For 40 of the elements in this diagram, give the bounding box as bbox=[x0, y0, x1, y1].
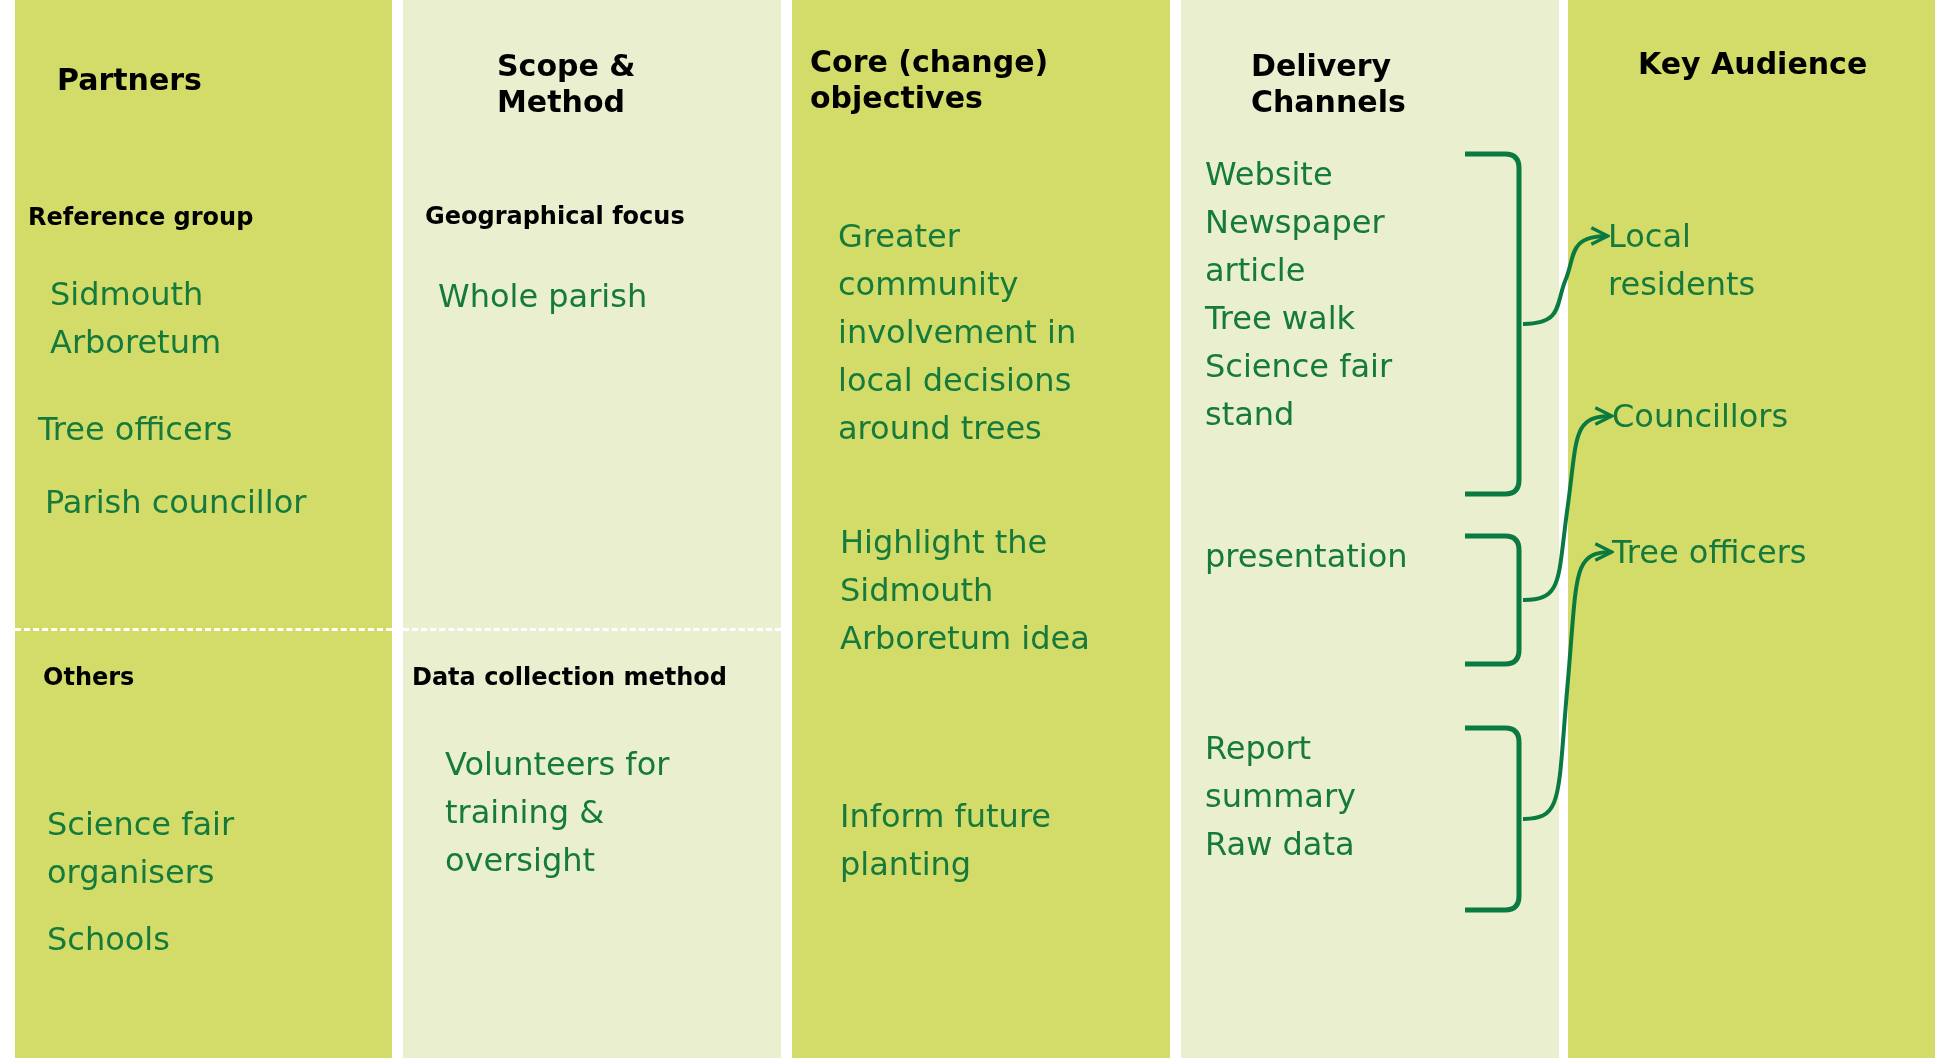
section-heading: Data collection method bbox=[412, 663, 727, 691]
column-heading: Delivery Channels bbox=[1251, 48, 1407, 120]
column-panel bbox=[15, 0, 392, 1058]
arrow bbox=[1522, 542, 1614, 821]
channel-item: Raw data bbox=[1205, 824, 1355, 865]
column-heading: Partners bbox=[57, 62, 203, 98]
section-heading: Reference group bbox=[28, 203, 254, 231]
item-text: Highlight the Sidmouth Arboretum idea bbox=[840, 522, 1091, 659]
item-text: Whole parish bbox=[438, 276, 649, 317]
audience-label: Tree officers bbox=[1612, 528, 1807, 576]
audience-label: Local residents bbox=[1608, 212, 1848, 308]
channel-item: Website bbox=[1205, 154, 1333, 195]
arrow bbox=[1522, 406, 1614, 602]
item-text: Parish councillor bbox=[45, 482, 308, 523]
column-heading: Core (change) objectives bbox=[810, 44, 1050, 116]
item-text: Greater community involvement in local decisions around trees bbox=[838, 216, 1078, 449]
item-text: Schools bbox=[47, 919, 171, 960]
channel-item: Newspaper article bbox=[1205, 202, 1386, 291]
channel-item: Report summary bbox=[1205, 728, 1357, 817]
section-heading: Others bbox=[43, 663, 135, 691]
bracket-group bbox=[1205, 532, 1523, 668]
item-text: Volunteers for training & oversight bbox=[445, 744, 671, 881]
column-panel bbox=[403, 0, 781, 1058]
item-text: Inform future planting bbox=[840, 796, 1052, 885]
item-text: Tree officers bbox=[38, 409, 234, 450]
channel-item: presentation bbox=[1205, 536, 1408, 577]
channel-item: Tree walk bbox=[1205, 298, 1356, 339]
section-heading: Geographical focus bbox=[425, 202, 685, 230]
column-heading: Scope & Method bbox=[497, 48, 637, 120]
bracket-group bbox=[1205, 724, 1523, 914]
arrow bbox=[1522, 226, 1610, 326]
column-panel bbox=[1568, 0, 1935, 1058]
item-text: Science fair organisers bbox=[47, 804, 236, 893]
audience-label: Councillors bbox=[1612, 392, 1789, 440]
column-heading: Key Audience bbox=[1638, 46, 1869, 82]
column-panel bbox=[792, 0, 1170, 1058]
channel-item: Science fair stand bbox=[1205, 346, 1394, 435]
bracket-group bbox=[1205, 150, 1523, 498]
column-panel bbox=[1181, 0, 1559, 1058]
item-text: Sidmouth Arboretum bbox=[50, 274, 223, 363]
